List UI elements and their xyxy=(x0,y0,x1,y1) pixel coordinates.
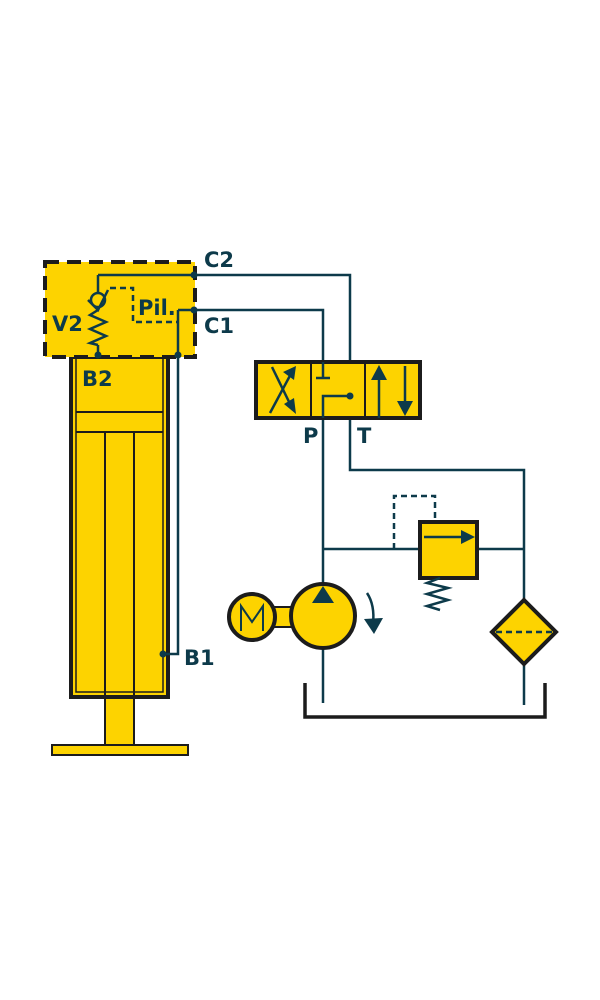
label-pil: Pil. xyxy=(138,296,176,320)
hydraulic-cylinder xyxy=(51,355,189,756)
arrow-up-icon xyxy=(371,365,387,380)
line-b1 xyxy=(163,310,180,656)
arrow-right-icon xyxy=(461,530,475,544)
reservoir-tank xyxy=(303,683,547,719)
hydraulic-pump xyxy=(289,582,357,650)
check-valve-ball-icon xyxy=(89,291,107,309)
label-v2: V2 xyxy=(52,312,83,336)
directional-control-valve xyxy=(254,360,422,420)
valve-block: V2 Pil. xyxy=(43,260,198,359)
filter xyxy=(489,597,559,667)
arrow-icon xyxy=(284,398,296,414)
arrow-icon xyxy=(283,366,296,380)
pressure-relief-valve xyxy=(392,494,479,612)
label-c2: C2 xyxy=(204,248,234,272)
arrow-down-icon xyxy=(397,401,413,416)
cylinder-barrel xyxy=(69,355,170,699)
label-t: T xyxy=(357,424,372,448)
pump-direction-icon xyxy=(312,586,334,603)
label-p: P xyxy=(303,424,318,448)
motor-pump: M xyxy=(227,582,383,650)
hydraulic-lines xyxy=(159,273,526,705)
label-b1: B1 xyxy=(184,646,215,670)
label-b2: B2 xyxy=(82,367,113,391)
cylinder-base-plate xyxy=(51,744,189,756)
label-c1: C1 xyxy=(204,314,234,338)
line-c1 xyxy=(178,308,325,362)
motor-m-icon xyxy=(240,602,264,631)
electric-motor xyxy=(227,592,277,642)
pilot-line xyxy=(110,286,178,324)
line-c2-t xyxy=(194,273,526,600)
check-valve-spring-icon xyxy=(86,308,110,347)
spring-icon xyxy=(422,576,453,612)
